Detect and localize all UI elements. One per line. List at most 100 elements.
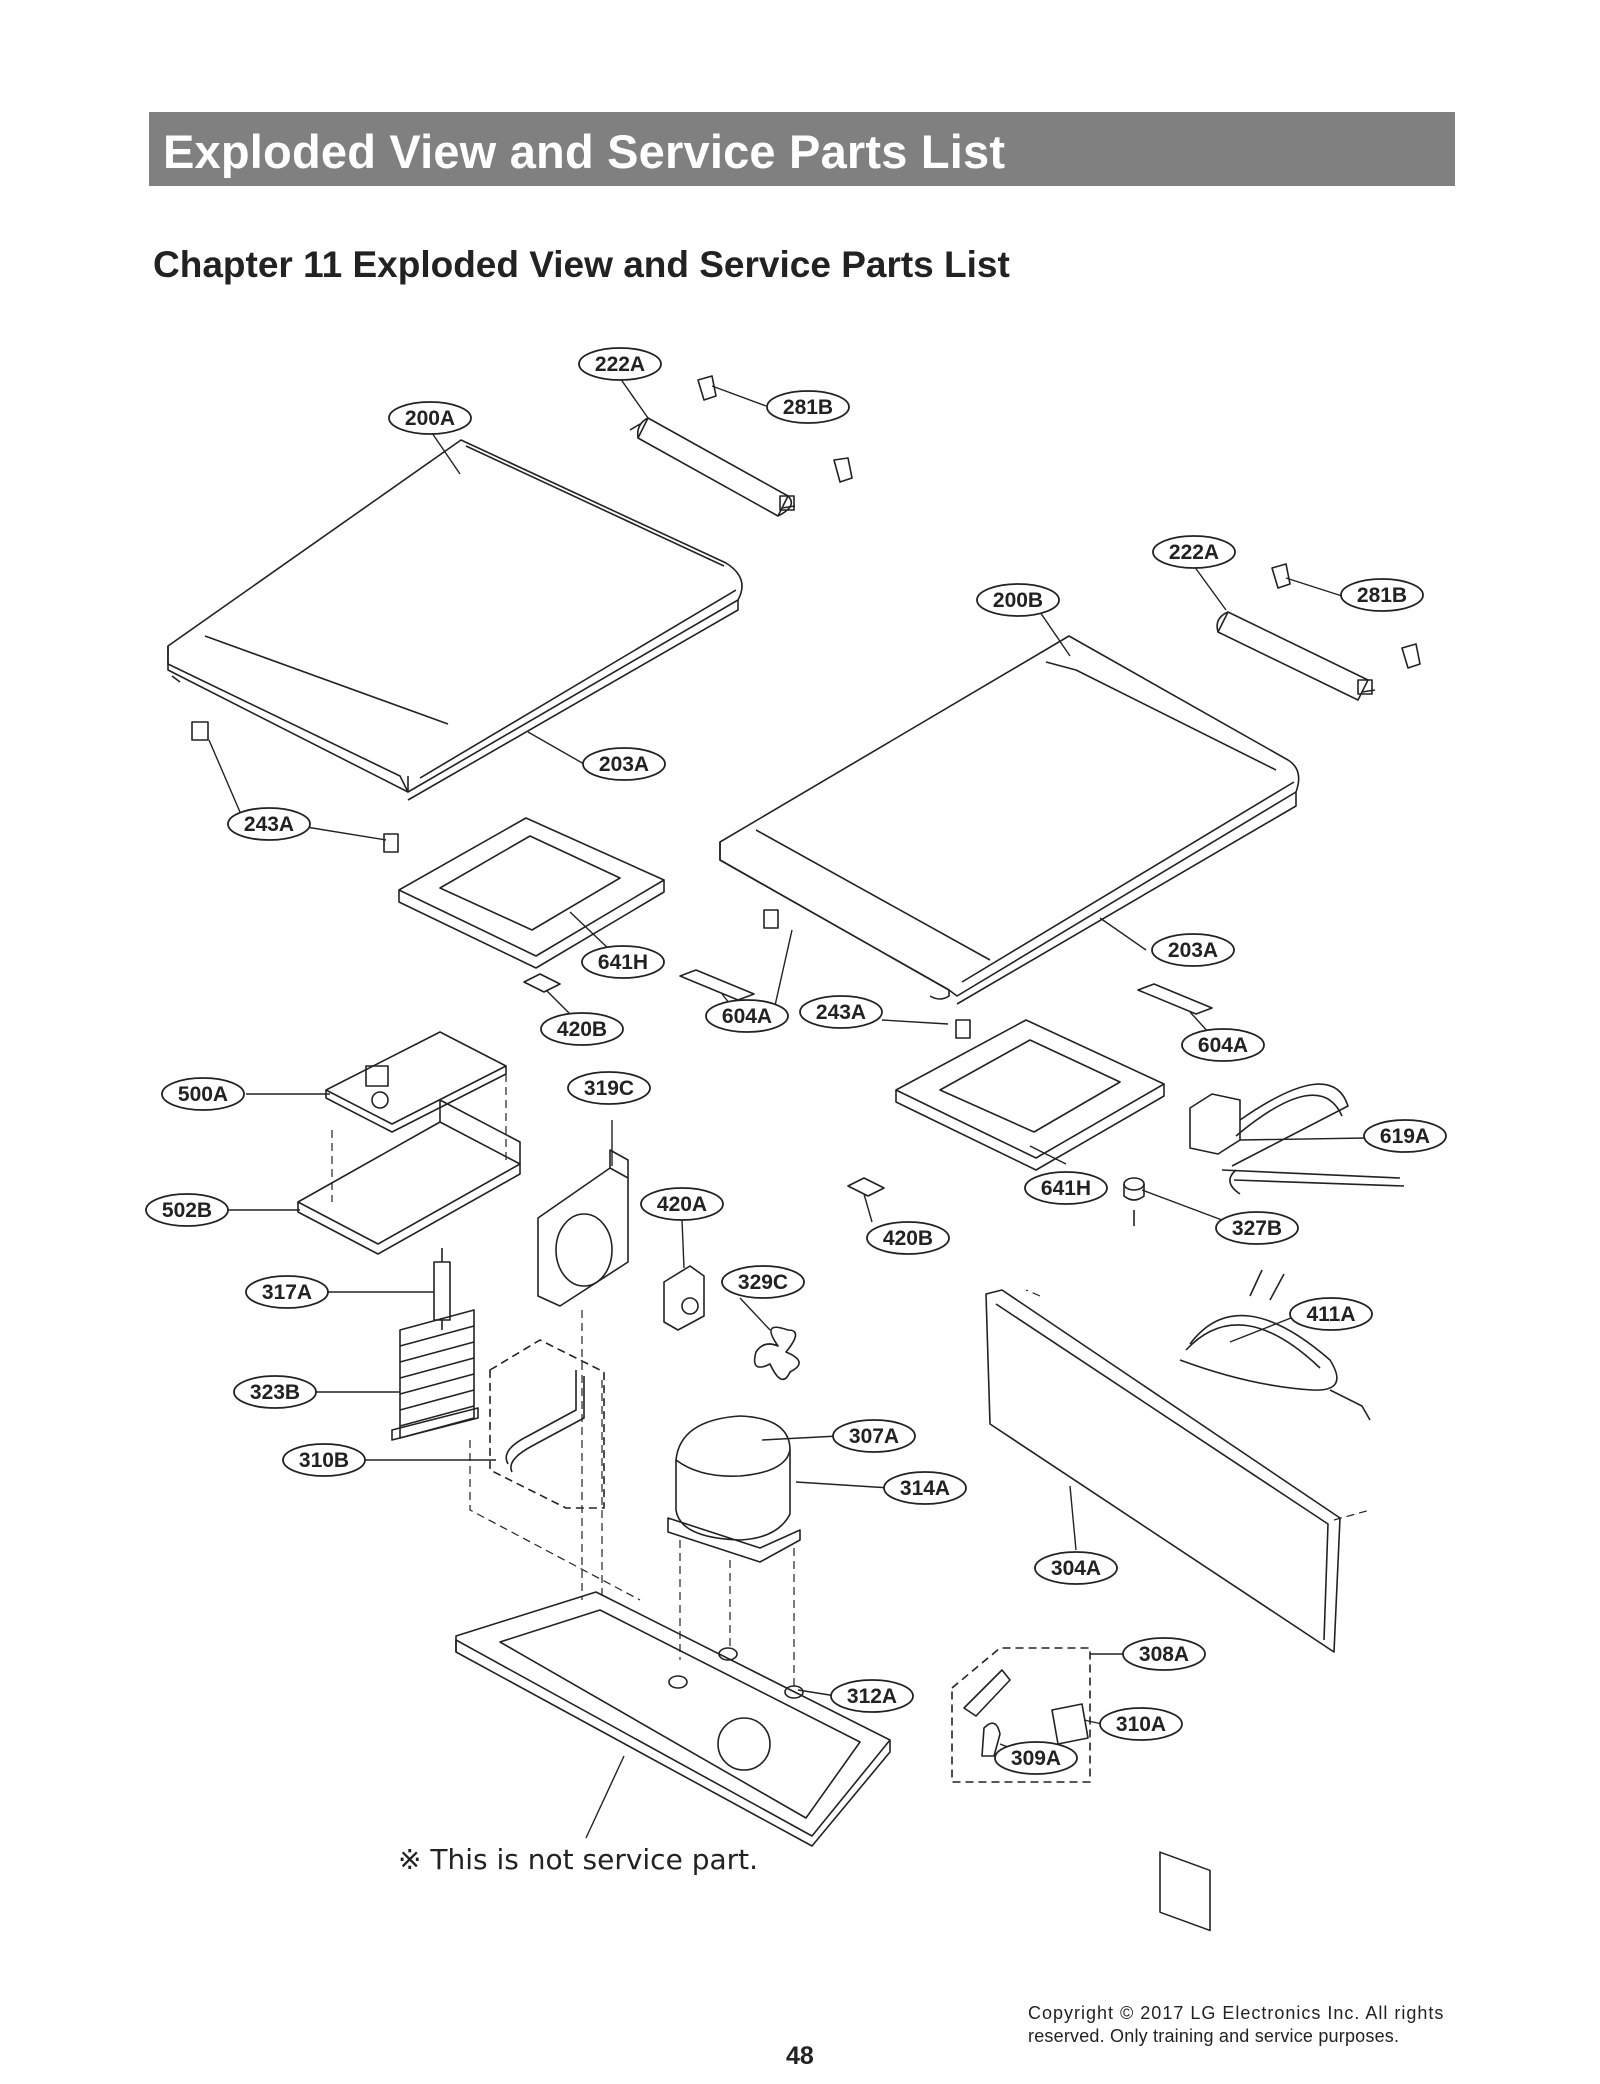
- callout-304a: 304A: [1034, 1551, 1118, 1585]
- callout-641h-right: 641H: [1024, 1171, 1108, 1205]
- part-304a-back-panel: [985, 1289, 1341, 1932]
- callout-319c: 319C: [567, 1071, 651, 1105]
- callout-label: 310A: [1116, 1713, 1166, 1736]
- callout-327b: 327B: [1215, 1211, 1299, 1245]
- callout-label: 310B: [299, 1449, 349, 1472]
- not-service-part-note: ※ This is not service part.: [398, 1843, 759, 1876]
- page-number: 48: [786, 2042, 814, 2070]
- part-base-plate: [455, 1591, 891, 1847]
- callout-243a-right: 243A: [799, 995, 883, 1029]
- callout-label: 500A: [178, 1083, 228, 1106]
- callout-label: 641H: [598, 951, 648, 974]
- callout-label: 420A: [657, 1193, 707, 1216]
- callout-label: 222A: [1169, 541, 1219, 564]
- part-308a-group: [951, 1647, 1091, 1783]
- part-200a-cover: [167, 439, 743, 801]
- callout-label: 619A: [1380, 1125, 1430, 1148]
- part-243a-b: [383, 833, 399, 853]
- callout-label: 308A: [1139, 1643, 1189, 1666]
- callout-329c: 329C: [721, 1265, 805, 1299]
- callout-label: 200A: [405, 407, 455, 430]
- callout-222a-top: 222A: [578, 347, 662, 381]
- part-319c-shroud: [537, 1149, 629, 1307]
- copyright-line-2: reserved. Only training and service purp…: [1028, 2026, 1400, 2046]
- part-500a-pcb: [325, 1031, 507, 1133]
- callout-323b: 323B: [233, 1375, 317, 1409]
- callout-label: 420B: [557, 1018, 607, 1041]
- callout-243a-left: 243A: [227, 807, 311, 841]
- callouts: 222A 281B 200A 222A 281B 200B 203A 243A: [145, 347, 1447, 1775]
- part-619a-valve: [1189, 1083, 1405, 1195]
- callout-label: 243A: [816, 1001, 866, 1024]
- part-281b-right-a: [1271, 563, 1291, 589]
- callout-label: 323B: [250, 1381, 300, 1404]
- part-420b-left: [523, 973, 561, 993]
- callout-label: 604A: [722, 1005, 772, 1028]
- section-banner: Exploded View and Service Parts List: [149, 112, 1455, 186]
- callout-309a: 309A: [994, 1741, 1078, 1775]
- part-604a-left: [679, 969, 755, 1001]
- assembly-guides: [331, 1074, 1371, 1690]
- callout-317a: 317A: [245, 1275, 329, 1309]
- callout-label: 281B: [783, 396, 833, 419]
- callout-420a: 420A: [640, 1187, 724, 1221]
- callout-502b: 502B: [145, 1193, 229, 1227]
- part-641h-right: [895, 1019, 1165, 1171]
- callout-604a-left: 604A: [705, 999, 789, 1033]
- callout-label: 312A: [847, 1685, 897, 1708]
- callout-label: 319C: [584, 1077, 634, 1100]
- callout-604a-right: 604A: [1181, 1028, 1265, 1062]
- callout-420b-right: 420B: [866, 1221, 950, 1255]
- callout-label: 309A: [1011, 1747, 1061, 1770]
- callout-281b-right: 281B: [1340, 578, 1424, 612]
- part-411a-cord: [1179, 1269, 1371, 1421]
- callout-310a: 310A: [1099, 1707, 1183, 1741]
- part-243a-c: [763, 909, 779, 929]
- callout-label: 317A: [262, 1281, 312, 1304]
- banner-title: Exploded View and Service Parts List: [163, 125, 1006, 178]
- callout-203a-left: 203A: [582, 747, 666, 781]
- callout-label: 327B: [1232, 1217, 1282, 1240]
- part-317a-drier: [433, 1248, 451, 1330]
- part-310b-pipe: [489, 1339, 605, 1509]
- part-281b-right-b: [1401, 643, 1421, 669]
- callout-label: 222A: [595, 353, 645, 376]
- callout-500a: 500A: [161, 1077, 245, 1111]
- callout-420b-left: 420B: [540, 1012, 624, 1046]
- callout-308a: 308A: [1122, 1637, 1206, 1671]
- callout-281b-top: 281B: [766, 390, 850, 424]
- part-307a-compressor: [667, 1415, 801, 1563]
- part-222a-right: [1216, 611, 1376, 701]
- part-641h-left: [398, 817, 665, 969]
- callout-312a: 312A: [830, 1679, 914, 1713]
- chapter-title: Chapter 11 Exploded View and Service Par…: [153, 244, 1010, 285]
- callout-314a: 314A: [883, 1471, 967, 1505]
- callout-label: 314A: [900, 1477, 950, 1500]
- callout-203a-right: 203A: [1151, 933, 1235, 967]
- callout-label: 281B: [1357, 584, 1407, 607]
- callout-label: 641H: [1041, 1177, 1091, 1200]
- copyright-notice: Copyright © 2017 LG Electronics Inc. All…: [1028, 2002, 1548, 2048]
- part-323b-condenser: [391, 1309, 479, 1441]
- callout-label: 420B: [883, 1227, 933, 1250]
- callout-label: 502B: [162, 1199, 212, 1222]
- callout-label: 329C: [738, 1271, 788, 1294]
- part-281b-top-b: [833, 457, 853, 483]
- callout-label: 203A: [1168, 939, 1218, 962]
- callout-307a: 307A: [832, 1419, 916, 1453]
- part-329c-fan: [753, 1326, 800, 1381]
- callout-label: 411A: [1306, 1303, 1355, 1326]
- part-420b-right: [847, 1177, 885, 1197]
- part-420a-motor: [663, 1265, 705, 1331]
- callout-619a: 619A: [1363, 1119, 1447, 1153]
- callout-222a-right: 222A: [1152, 535, 1236, 569]
- part-243a-d: [955, 1019, 971, 1039]
- callout-label: 604A: [1198, 1034, 1248, 1057]
- part-drawings: [167, 375, 1421, 1932]
- part-200b-cover: [719, 635, 1300, 1005]
- leader-lines: [208, 377, 1367, 1839]
- part-327b-damper: [1123, 1177, 1145, 1226]
- callout-label: 307A: [849, 1425, 899, 1448]
- callout-label: 200B: [993, 589, 1043, 612]
